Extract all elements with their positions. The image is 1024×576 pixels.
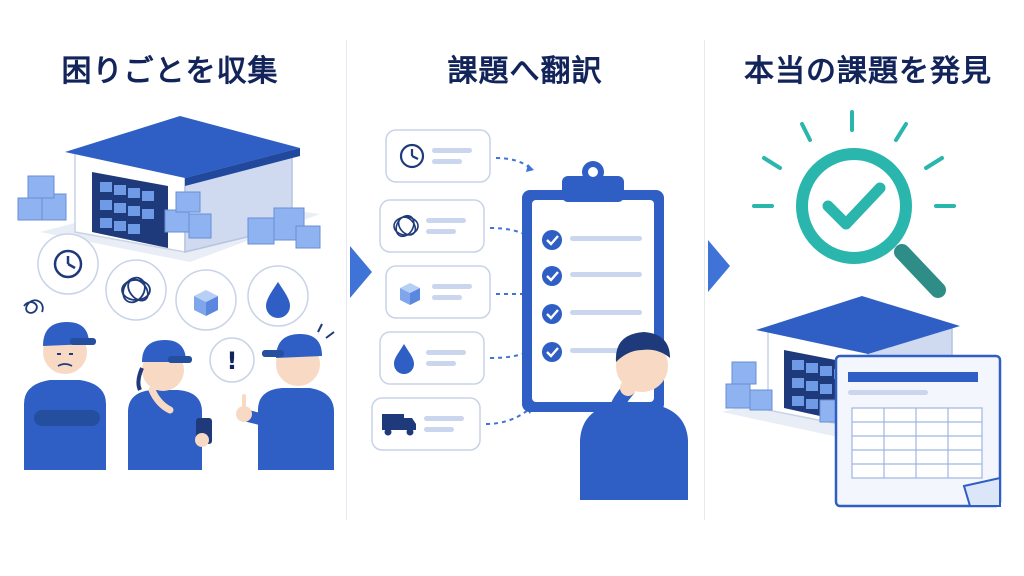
drop-icon xyxy=(266,282,290,318)
issue-card-truck xyxy=(371,397,534,451)
bubble-clock xyxy=(37,233,99,295)
translate-illustration xyxy=(371,129,688,500)
check-item xyxy=(542,266,642,286)
bubble-tangle xyxy=(105,259,167,321)
panel-collect: 困りごとを収集 xyxy=(0,0,340,576)
exclamation-icon: ! xyxy=(227,347,238,375)
panel-title-collect: 困りごとを収集 xyxy=(61,54,279,89)
issue-card-box xyxy=(385,265,536,319)
panel-discover: 本当の課題を発見 xyxy=(712,0,1024,576)
report-table xyxy=(851,407,983,479)
discover-illustration xyxy=(722,110,1002,508)
clock-icon xyxy=(399,143,425,169)
divider-right xyxy=(704,40,705,520)
panel-title-translate: 課題へ翻訳 xyxy=(447,54,603,89)
bubble-exclamation: ! xyxy=(209,337,255,383)
issue-card-list xyxy=(371,129,536,451)
truck-icon xyxy=(382,414,416,436)
issue-card-tangle xyxy=(379,199,534,253)
collect-illustration: ! xyxy=(17,116,335,470)
divider-left xyxy=(346,40,347,520)
magnifier-check-icon xyxy=(796,148,946,298)
bubble-drop xyxy=(247,265,309,327)
panel-title-discover: 本当の課題を発見 xyxy=(744,54,992,89)
issue-card-clock xyxy=(385,129,534,183)
check-item xyxy=(542,304,642,324)
report-icon xyxy=(834,354,1002,508)
box-icon xyxy=(194,290,218,316)
thinking-person xyxy=(580,332,688,500)
issue-card-drop xyxy=(379,331,534,385)
tangle-icon xyxy=(121,276,151,304)
shine-rays xyxy=(752,110,956,208)
box-icon xyxy=(400,283,420,305)
worker-phone xyxy=(128,340,212,470)
check-item xyxy=(542,342,630,362)
checklist xyxy=(542,230,642,362)
stress-scribble-icon xyxy=(23,299,44,314)
worker-arms-crossed xyxy=(24,322,106,470)
tangle-icon xyxy=(393,214,419,238)
step-arrow-2 xyxy=(708,240,730,292)
panel-translate: 課題へ翻訳 xyxy=(352,0,698,576)
warehouse-icon xyxy=(17,116,321,262)
drop-icon xyxy=(394,344,414,374)
worker-pointing xyxy=(236,323,335,470)
check-item xyxy=(542,230,642,250)
step-arrow-1 xyxy=(350,246,372,298)
bubble-box xyxy=(175,269,237,331)
clock-icon xyxy=(53,249,83,279)
